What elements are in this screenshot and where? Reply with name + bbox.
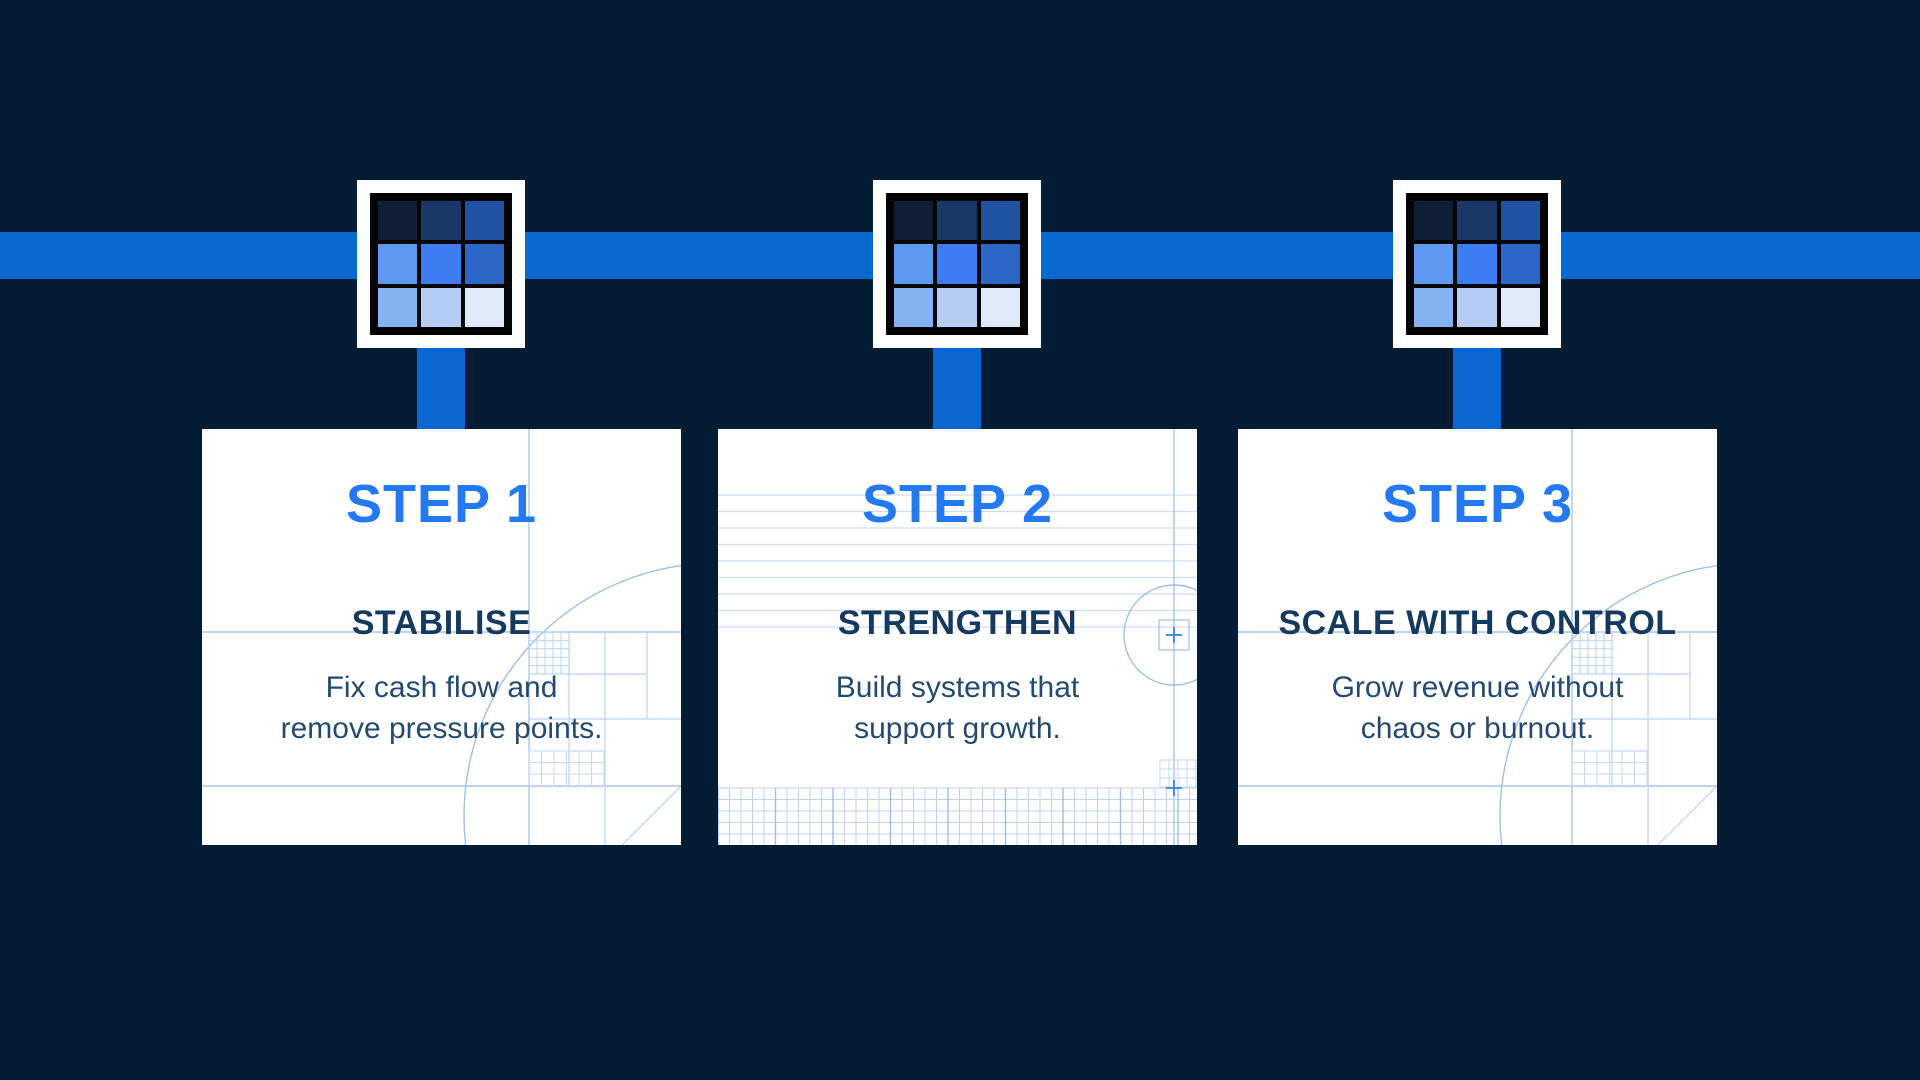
step-group-2: STEP 2 STRENGTHEN Build systems that sup… — [718, 0, 1197, 1080]
mosaic-cell — [421, 244, 461, 284]
mosaic-cell — [421, 287, 461, 327]
blueprint-background-ruled — [718, 429, 1197, 845]
mosaic-cell — [894, 244, 934, 284]
blueprint-background-spiral — [1238, 429, 1717, 845]
step-description: Grow revenue without chaos or burnout. — [1331, 671, 1624, 745]
step-label: STEP 3 — [1381, 474, 1574, 534]
mosaic-cell — [980, 244, 1020, 284]
blueprint-background-spiral — [202, 429, 681, 845]
step-label: STEP 1 — [345, 474, 538, 534]
mosaic-cell — [1414, 244, 1454, 284]
mosaic-cell — [894, 287, 934, 327]
mosaic-cell — [378, 201, 418, 241]
mosaic-cell — [1500, 244, 1540, 284]
connector-stub — [1453, 340, 1501, 432]
mosaic-cell — [378, 244, 418, 284]
mosaic-cell — [464, 201, 504, 241]
pixel-mosaic-grid — [1406, 193, 1548, 335]
connector-stub — [417, 340, 465, 432]
mosaic-cell — [1457, 201, 1497, 241]
pixel-mosaic-grid — [370, 193, 512, 335]
step-card-1: STEP 1 STABILISE Fix cash flow and remov… — [202, 429, 681, 845]
mosaic-cell — [464, 287, 504, 327]
mosaic-cell — [980, 287, 1020, 327]
mosaic-cell — [1457, 287, 1497, 327]
step-title: STRENGTHEN — [837, 604, 1078, 642]
step-card-2: STEP 2 STRENGTHEN Build systems that sup… — [718, 429, 1197, 845]
mosaic-cell — [378, 287, 418, 327]
mosaic-cell — [937, 201, 977, 241]
mosaic-cell — [1500, 287, 1540, 327]
connector-stub — [933, 340, 981, 432]
mosaic-cell — [421, 201, 461, 241]
pixel-mosaic-icon — [1393, 180, 1561, 348]
step-description: Fix cash flow and remove pressure points… — [280, 671, 603, 745]
mosaic-cell — [894, 201, 934, 241]
step-group-1: STEP 1 STABILISE Fix cash flow and remov… — [202, 0, 681, 1080]
step-group-3: STEP 3 SCALE WITH CONTROL Grow revenue w… — [1238, 0, 1717, 1080]
pixel-mosaic-icon — [873, 180, 1041, 348]
mosaic-cell — [980, 201, 1020, 241]
mosaic-cell — [1414, 287, 1454, 327]
step-title: STABILISE — [351, 604, 532, 642]
mosaic-cell — [1414, 201, 1454, 241]
pixel-mosaic-grid — [886, 193, 1028, 335]
mosaic-cell — [1500, 201, 1540, 241]
mosaic-cell — [1457, 244, 1497, 284]
pixel-mosaic-icon — [357, 180, 525, 348]
mosaic-cell — [937, 287, 977, 327]
mosaic-cell — [937, 244, 977, 284]
step-card-3: STEP 3 SCALE WITH CONTROL Grow revenue w… — [1238, 429, 1717, 845]
mosaic-cell — [464, 244, 504, 284]
step-title: SCALE WITH CONTROL — [1278, 604, 1677, 642]
step-label: STEP 2 — [861, 474, 1054, 534]
step-description: Build systems that support growth. — [835, 671, 1080, 745]
